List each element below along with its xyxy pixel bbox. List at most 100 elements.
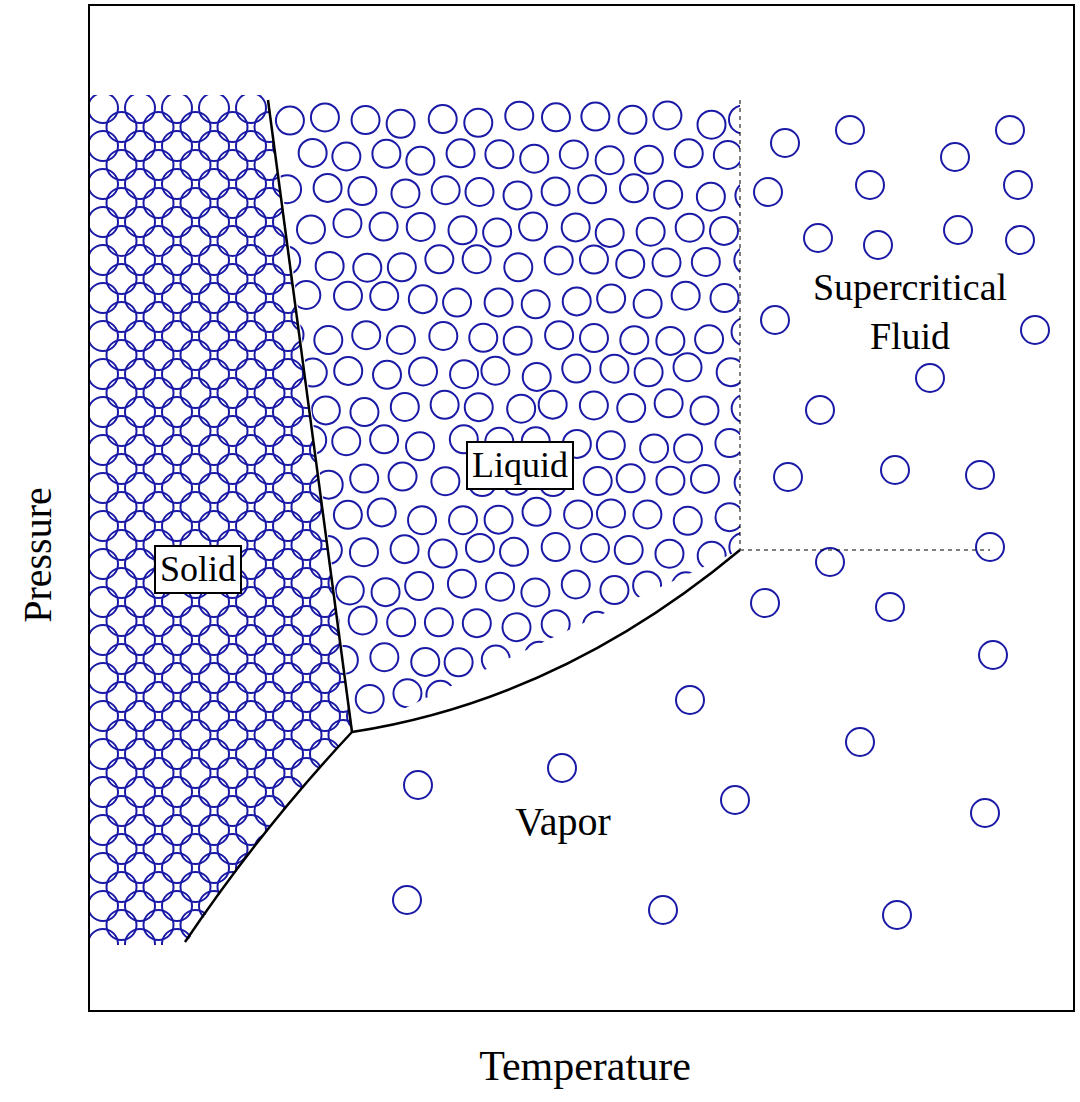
particle <box>656 608 684 636</box>
particle <box>199 701 229 731</box>
particle <box>409 357 437 385</box>
particle <box>273 625 303 655</box>
particle <box>388 253 416 281</box>
particle <box>696 608 724 636</box>
particle <box>273 701 303 731</box>
particle <box>431 467 459 495</box>
particle <box>125 929 155 959</box>
particle <box>366 834 396 864</box>
plot-frame <box>89 5 1074 1011</box>
particle <box>236 853 266 883</box>
particle <box>199 739 229 769</box>
particle <box>408 506 436 534</box>
particle <box>218 188 248 218</box>
particle <box>273 359 303 389</box>
particle <box>299 139 327 167</box>
particle <box>520 145 548 173</box>
particle <box>523 498 551 526</box>
particle <box>310 245 340 275</box>
particle <box>236 131 266 161</box>
particle <box>181 112 211 142</box>
particle <box>971 799 999 827</box>
particle <box>255 454 285 484</box>
particle <box>525 642 553 670</box>
particle <box>856 171 884 199</box>
particle <box>236 625 266 655</box>
particle <box>366 796 396 826</box>
particle <box>312 396 340 424</box>
particle <box>403 720 433 750</box>
particle <box>469 324 497 352</box>
particle <box>562 355 590 383</box>
particle <box>144 872 174 902</box>
particle <box>199 511 229 541</box>
particle <box>88 625 118 655</box>
particle <box>617 464 645 492</box>
particle <box>485 288 513 316</box>
particle <box>366 302 396 332</box>
particle <box>181 644 211 674</box>
particle <box>236 169 266 199</box>
particle <box>162 663 192 693</box>
particle <box>276 107 304 135</box>
particle <box>107 188 137 218</box>
particle <box>372 578 400 606</box>
particle <box>255 872 285 902</box>
particle <box>310 283 340 313</box>
particle <box>655 540 683 568</box>
particle <box>347 777 377 807</box>
particle <box>731 678 759 706</box>
particle <box>332 143 360 171</box>
particle <box>292 568 322 598</box>
particle <box>162 739 192 769</box>
particle <box>218 340 248 370</box>
particle <box>199 929 229 959</box>
particle <box>88 93 118 123</box>
particle <box>311 609 339 637</box>
particle <box>635 358 663 386</box>
particle <box>633 501 661 529</box>
particle <box>617 394 645 422</box>
particle <box>466 178 494 206</box>
particle <box>429 322 457 350</box>
particle <box>273 473 303 503</box>
particle <box>181 834 211 864</box>
particle <box>403 796 433 826</box>
particle <box>125 283 155 313</box>
particle <box>366 150 396 180</box>
particle <box>523 363 551 391</box>
particle <box>692 248 720 276</box>
particle <box>181 378 211 408</box>
particle <box>125 245 155 275</box>
particle <box>445 648 473 676</box>
particle <box>674 507 702 535</box>
phase-name: Solid <box>160 549 236 590</box>
particle <box>384 891 414 921</box>
particle <box>384 207 414 237</box>
particle <box>634 290 662 318</box>
particle <box>366 872 396 902</box>
particle <box>349 606 377 634</box>
particle <box>144 264 174 294</box>
particle <box>88 511 118 541</box>
particle <box>329 530 359 560</box>
particle <box>691 465 719 493</box>
particle <box>255 720 285 750</box>
particle <box>107 150 137 180</box>
particle <box>389 463 417 491</box>
particle <box>640 434 668 462</box>
particle <box>107 834 137 864</box>
particle <box>633 571 661 599</box>
particle <box>218 454 248 484</box>
particle <box>125 587 155 617</box>
particle <box>846 728 874 756</box>
particle <box>370 425 398 453</box>
particle <box>429 105 457 133</box>
particle <box>387 110 415 138</box>
particle <box>329 872 359 902</box>
particle <box>366 910 396 940</box>
particle <box>334 282 362 310</box>
particle <box>406 432 434 460</box>
particle <box>144 644 174 674</box>
particle <box>236 891 266 921</box>
